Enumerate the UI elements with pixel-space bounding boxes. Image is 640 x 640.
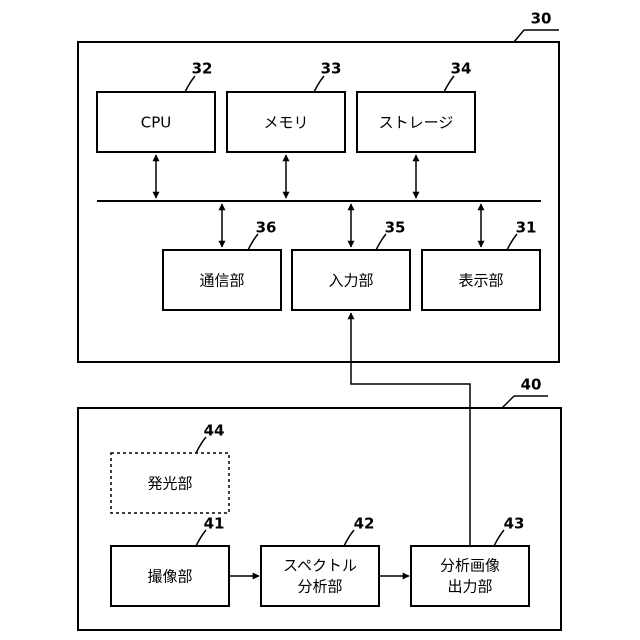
terminal-ref-leader	[514, 30, 524, 42]
spectral-box	[261, 546, 379, 606]
device-ref-number: 40	[521, 376, 542, 394]
display-ref-number: 31	[516, 219, 537, 237]
storage-ref-number: 34	[451, 60, 472, 78]
device-ref-leader	[502, 396, 514, 408]
cpu-label: CPU	[141, 114, 172, 132]
output-label-line2: 出力部	[447, 578, 492, 596]
memory-ref-number: 33	[321, 60, 342, 78]
memory-label: メモリ	[263, 114, 308, 132]
input-ref-number: 35	[385, 219, 406, 237]
output-label-line1: 分析画像	[440, 557, 500, 575]
cpu-ref-number: 32	[192, 60, 213, 78]
light-label: 発光部	[147, 475, 192, 493]
light-ref-number: 44	[204, 422, 225, 440]
comm-label: 通信部	[199, 272, 244, 290]
display-label: 表示部	[458, 272, 503, 290]
input-label: 入力部	[328, 272, 373, 290]
comm-ref-number: 36	[256, 219, 277, 237]
imaging-label: 撮像部	[147, 568, 192, 586]
spectral-label-line1: スペクトル	[283, 557, 357, 575]
imaging-ref-number: 41	[204, 515, 225, 533]
spectral-label-line2: 分析部	[297, 578, 342, 596]
spectral-ref-number: 42	[354, 515, 375, 533]
output-box	[411, 546, 529, 606]
output-ref-number: 43	[504, 515, 525, 533]
terminal-ref-number: 30	[531, 10, 552, 28]
storage-label: ストレージ	[379, 114, 454, 132]
